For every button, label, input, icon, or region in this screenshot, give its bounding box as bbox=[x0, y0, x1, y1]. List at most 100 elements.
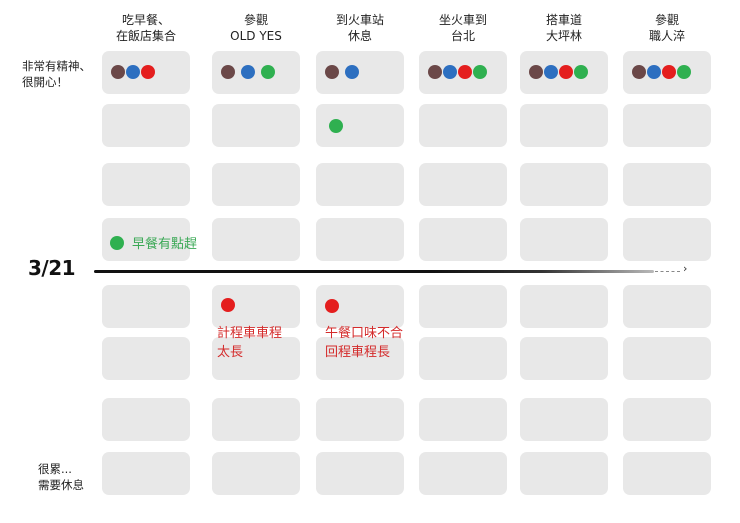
green-dot-icon bbox=[574, 65, 588, 79]
brown-dot-icon bbox=[632, 65, 646, 79]
row-label-top-line1: 非常有精神、 bbox=[22, 59, 91, 73]
grid-cell bbox=[102, 452, 190, 495]
emotion-dots bbox=[325, 65, 359, 79]
grid-cell bbox=[520, 51, 608, 94]
grid-cell bbox=[212, 104, 300, 147]
grid-cell bbox=[419, 285, 507, 328]
emotion-dots bbox=[529, 65, 588, 79]
grid-cell bbox=[623, 285, 711, 328]
row-label-top: 非常有精神、 很開心！ bbox=[22, 58, 91, 90]
grid-cell bbox=[623, 337, 711, 380]
annotation-taxi-line2: 太長 bbox=[217, 345, 244, 360]
emotion-dots bbox=[111, 65, 155, 79]
grid-cell bbox=[212, 163, 300, 206]
grid-cell bbox=[623, 218, 711, 261]
grid-cell bbox=[520, 285, 608, 328]
row-label-bottom-line2: 需要休息 bbox=[38, 478, 84, 492]
grid-cell bbox=[419, 163, 507, 206]
annotation-lunch-line2: 回程車程長 bbox=[325, 345, 391, 360]
blue-dot-icon bbox=[544, 65, 558, 79]
stage-header-1: 吃早餐、 在飯店集合 bbox=[91, 12, 201, 44]
stage-header-4: 坐火車到 台北 bbox=[408, 12, 518, 44]
grid-cell bbox=[212, 337, 300, 380]
blue-dot-icon bbox=[647, 65, 661, 79]
red-dot-icon bbox=[662, 65, 676, 79]
green-dot-icon bbox=[110, 235, 124, 250]
grid-cell bbox=[419, 452, 507, 495]
grid-cell bbox=[419, 51, 507, 94]
timeline-line bbox=[94, 270, 654, 273]
grid-cell bbox=[102, 285, 190, 328]
timeline-date: 3/21 bbox=[28, 256, 76, 280]
blue-dot-icon bbox=[345, 65, 359, 79]
grid-cell bbox=[419, 104, 507, 147]
brown-dot-icon bbox=[428, 65, 442, 79]
grid-cell bbox=[212, 218, 300, 261]
brown-dot-icon bbox=[529, 65, 543, 79]
stage-header-line2: 職人淬 bbox=[648, 29, 685, 43]
stage-header-line1: 參觀 bbox=[654, 13, 679, 27]
green-dot-icon bbox=[473, 65, 487, 79]
grid-cell bbox=[102, 337, 190, 380]
row-label-bottom: 很累... 需要休息 bbox=[38, 461, 84, 493]
grid-cell bbox=[316, 218, 404, 261]
emotion-dots bbox=[632, 65, 691, 79]
grid-cell bbox=[419, 398, 507, 441]
grid-cell bbox=[520, 337, 608, 380]
annotation-breakfast-text: 早餐有點趕 bbox=[132, 237, 198, 252]
annotation-lunch: 午餐口味不合 回程車程長 bbox=[325, 324, 403, 362]
grid-cell bbox=[316, 452, 404, 495]
annotation-breakfast: 早餐有點趕 bbox=[110, 233, 197, 252]
stage-header-line1: 到火車站 bbox=[335, 13, 384, 27]
stage-header-line1: 吃早餐、 bbox=[121, 13, 170, 27]
green-dot-icon bbox=[329, 119, 343, 133]
blue-dot-icon bbox=[126, 65, 140, 79]
stage-header-line2: 大坪林 bbox=[545, 29, 582, 43]
emotion-dots bbox=[428, 65, 487, 79]
grid-cell bbox=[520, 398, 608, 441]
chevron-right-icon: › bbox=[683, 262, 688, 275]
row-label-bottom-line1: 很累... bbox=[38, 462, 72, 476]
red-dot-icon bbox=[141, 65, 155, 79]
grid-cell bbox=[623, 104, 711, 147]
green-dot-icon bbox=[677, 65, 691, 79]
brown-dot-icon bbox=[221, 65, 235, 79]
grid-cell bbox=[419, 218, 507, 261]
grid-cell bbox=[623, 51, 711, 94]
stage-header-line2: OLD YES bbox=[230, 29, 282, 43]
grid-cell bbox=[102, 398, 190, 441]
row-label-top-line2: 很開心！ bbox=[22, 75, 68, 89]
grid-cell bbox=[520, 218, 608, 261]
annotation-lunch-line1: 午餐口味不合 bbox=[325, 326, 404, 341]
stage-header-line2: 在飯店集合 bbox=[115, 29, 176, 43]
grid-cell bbox=[623, 452, 711, 495]
stage-header-5: 搭車道 大坪林 bbox=[509, 12, 619, 44]
grid-cell bbox=[520, 104, 608, 147]
blue-dot-icon bbox=[241, 65, 255, 79]
grid-cell bbox=[520, 163, 608, 206]
brown-dot-icon bbox=[111, 65, 125, 79]
grid-cell bbox=[102, 104, 190, 147]
red-dot-icon bbox=[325, 299, 339, 313]
annotation-taxi: 計程車車程 太長 bbox=[217, 324, 282, 362]
brown-dot-icon bbox=[325, 65, 339, 79]
grid-cell bbox=[623, 398, 711, 441]
stage-header-line2: 休息 bbox=[347, 29, 372, 43]
red-dot-icon bbox=[458, 65, 472, 79]
red-dot-icon bbox=[559, 65, 573, 79]
stage-header-6: 參觀 職人淬 bbox=[612, 12, 722, 44]
blue-dot-icon bbox=[443, 65, 457, 79]
green-dot-icon bbox=[261, 65, 275, 79]
grid-cell bbox=[212, 51, 300, 94]
timeline-dash bbox=[655, 271, 680, 272]
grid-cell bbox=[102, 163, 190, 206]
grid-cell bbox=[316, 337, 404, 380]
grid-cell bbox=[419, 337, 507, 380]
red-dot-icon bbox=[221, 298, 235, 312]
grid-cell bbox=[316, 398, 404, 441]
stage-header-line1: 坐火車到 bbox=[438, 13, 487, 27]
grid-cell bbox=[316, 163, 404, 206]
emotion-dots bbox=[221, 65, 275, 79]
grid-cell bbox=[623, 163, 711, 206]
annotation-taxi-line1: 計程車車程 bbox=[217, 326, 283, 341]
